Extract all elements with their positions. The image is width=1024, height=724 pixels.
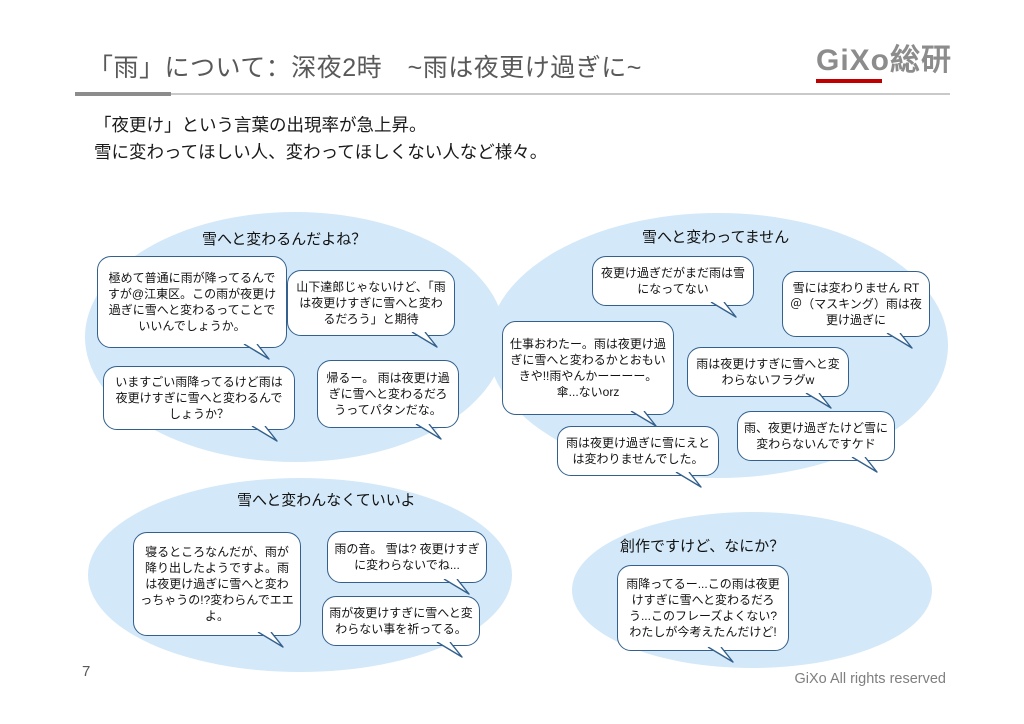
- gixo-logo: GiXo総研: [815, 44, 952, 83]
- subtitle: 「夜更け」という言葉の出現率が急上昇。 雪に変わってほしい人、変わってほしくない…: [94, 112, 547, 166]
- gixo-logo-underline: [815, 79, 882, 83]
- speech-bubble-text: 山下達郎じゃないけど、「雨は夜更けすぎに雪へと変わるだろう」と期待: [296, 279, 446, 327]
- speech-bubble: 雨降ってるー...この雨は夜更けすぎに雪へと変わるだろう...このフレーズよくな…: [617, 565, 789, 663]
- speech-bubble-text: 雨は夜更けすぎに雪へと変わらないフラグw: [696, 356, 840, 387]
- speech-bubble-text: 極めて普通に雨が降ってるんですが@江東区。この雨が夜更け過ぎに雪へと変わるってこ…: [107, 270, 277, 334]
- speech-bubble: 雨の音。 雪は? 夜更けすぎに変わらないでね...: [327, 531, 487, 595]
- title-divider-accent: [75, 92, 171, 96]
- speech-bubble: 雨は夜更け過ぎに雪にえとは変わりませんでした。: [557, 426, 719, 488]
- speech-bubble: 極めて普通に雨が降ってるんですが@江東区。この雨が夜更け過ぎに雪へと変わるってこ…: [97, 256, 287, 360]
- speech-bubble: 雪には変わりません RT ＠（マスキング）雨は夜更け過ぎに: [782, 271, 930, 349]
- speech-bubble-text: 雨の音。 雪は? 夜更けすぎに変わらないでね...: [334, 541, 480, 572]
- bubble-tail-icon: [851, 457, 878, 473]
- group-dont-need-to-change-title: 雪へと変わんなくていいよ: [237, 492, 416, 509]
- group-not-changed-to-snow-title: 雪へと変わってません: [642, 229, 790, 246]
- speech-bubble-text: 帰るー。 雨は夜更け過ぎに雪へと変わるだろうってパタンだな。: [326, 370, 450, 418]
- speech-bubble-text: 雨が夜更けすぎに雪へと変わらない事を祈ってる。: [329, 605, 473, 636]
- subtitle-line-1: 「夜更け」という言葉の出現率が急上昇。: [94, 115, 427, 135]
- speech-bubble: 雨は夜更けすぎに雪へと変わらないフラグw: [687, 347, 849, 409]
- bubble-tail-icon: [675, 472, 702, 488]
- group-original-phrase-title: 創作ですけど、なにか？: [620, 538, 785, 555]
- speech-bubble: 山下達郎じゃないけど、「雨は夜更けすぎに雪へと変わるだろう」と期待: [287, 270, 455, 348]
- speech-bubble-text: いますごい雨降ってるけど雨は夜更けすぎに雪へと変わるんでしょうか？: [115, 374, 283, 422]
- speech-bubble: 夜更け過ぎだがまだ雨は雪になってない: [592, 256, 754, 318]
- speech-bubble-text: 夜更け過ぎだがまだ雨は雪になってない: [600, 265, 745, 296]
- bubble-tail-icon: [710, 302, 737, 318]
- footer-copyright: GiXo All rights reserved: [794, 671, 946, 687]
- speech-bubble: 寝るところなんだが、雨が降り出したようですよ。雨は夜更け過ぎに雪へと変わっちゃう…: [133, 532, 301, 648]
- page-number: 7: [82, 663, 91, 680]
- bubble-tail-icon: [707, 647, 734, 663]
- speech-bubble: いますごい雨降ってるけど雨は夜更けすぎに雪へと変わるんでしょうか？: [103, 366, 295, 442]
- bubble-tail-icon: [443, 579, 470, 595]
- bubble-tail-icon: [630, 411, 657, 427]
- title-divider-line: [75, 93, 950, 95]
- gixo-logo-text: GiXo総研: [815, 44, 952, 77]
- speech-bubble-text: 雨降ってるー...この雨は夜更けすぎに雪へと変わるだろう...このフレーズよくな…: [626, 576, 780, 640]
- bubble-tail-icon: [257, 632, 284, 648]
- bubble-tail-icon: [886, 333, 913, 349]
- group-will-change-to-snow-title: 雪へと変わるんだよね？: [202, 231, 367, 248]
- bubble-tail-icon: [251, 426, 278, 442]
- speech-bubble-text: 仕事おわたー。雨は夜更け過ぎに雪へと変わるかとおもいきや!!雨やんかーーーー。傘…: [510, 336, 666, 400]
- bubble-tail-icon: [415, 424, 442, 440]
- speech-bubble-text: 寝るところなんだが、雨が降り出したようですよ。雨は夜更け過ぎに雪へと変わっちゃう…: [140, 544, 294, 624]
- speech-bubble-text: 雨は夜更け過ぎに雪にえとは変わりませんでした。: [565, 435, 710, 466]
- speech-bubble: 帰るー。 雨は夜更け過ぎに雪へと変わるだろうってパタンだな。: [317, 360, 459, 440]
- bubble-tail-icon: [243, 344, 270, 360]
- speech-bubble-text: 雨、夜更け過ぎたけど雪に変わらないんですケド: [744, 420, 889, 451]
- bubble-tail-icon: [805, 393, 832, 409]
- bubble-tail-icon: [436, 642, 463, 658]
- bubble-tail-icon: [411, 332, 438, 348]
- page-title: 「雨」について：深夜2時 ~雨は夜更け過ぎに~: [88, 54, 642, 82]
- speech-bubble: 仕事おわたー。雨は夜更け過ぎに雪へと変わるかとおもいきや!!雨やんかーーーー。傘…: [502, 321, 674, 427]
- speech-bubble: 雨が夜更けすぎに雪へと変わらない事を祈ってる。: [322, 596, 480, 658]
- speech-bubble-text: 雪には変わりません RT ＠（マスキング）雨は夜更け過ぎに: [790, 280, 922, 328]
- subtitle-line-2: 雪に変わってほしい人、変わってほしくない人など様々。: [94, 142, 548, 162]
- speech-bubble: 雨、夜更け過ぎたけど雪に変わらないんですケド: [737, 411, 895, 473]
